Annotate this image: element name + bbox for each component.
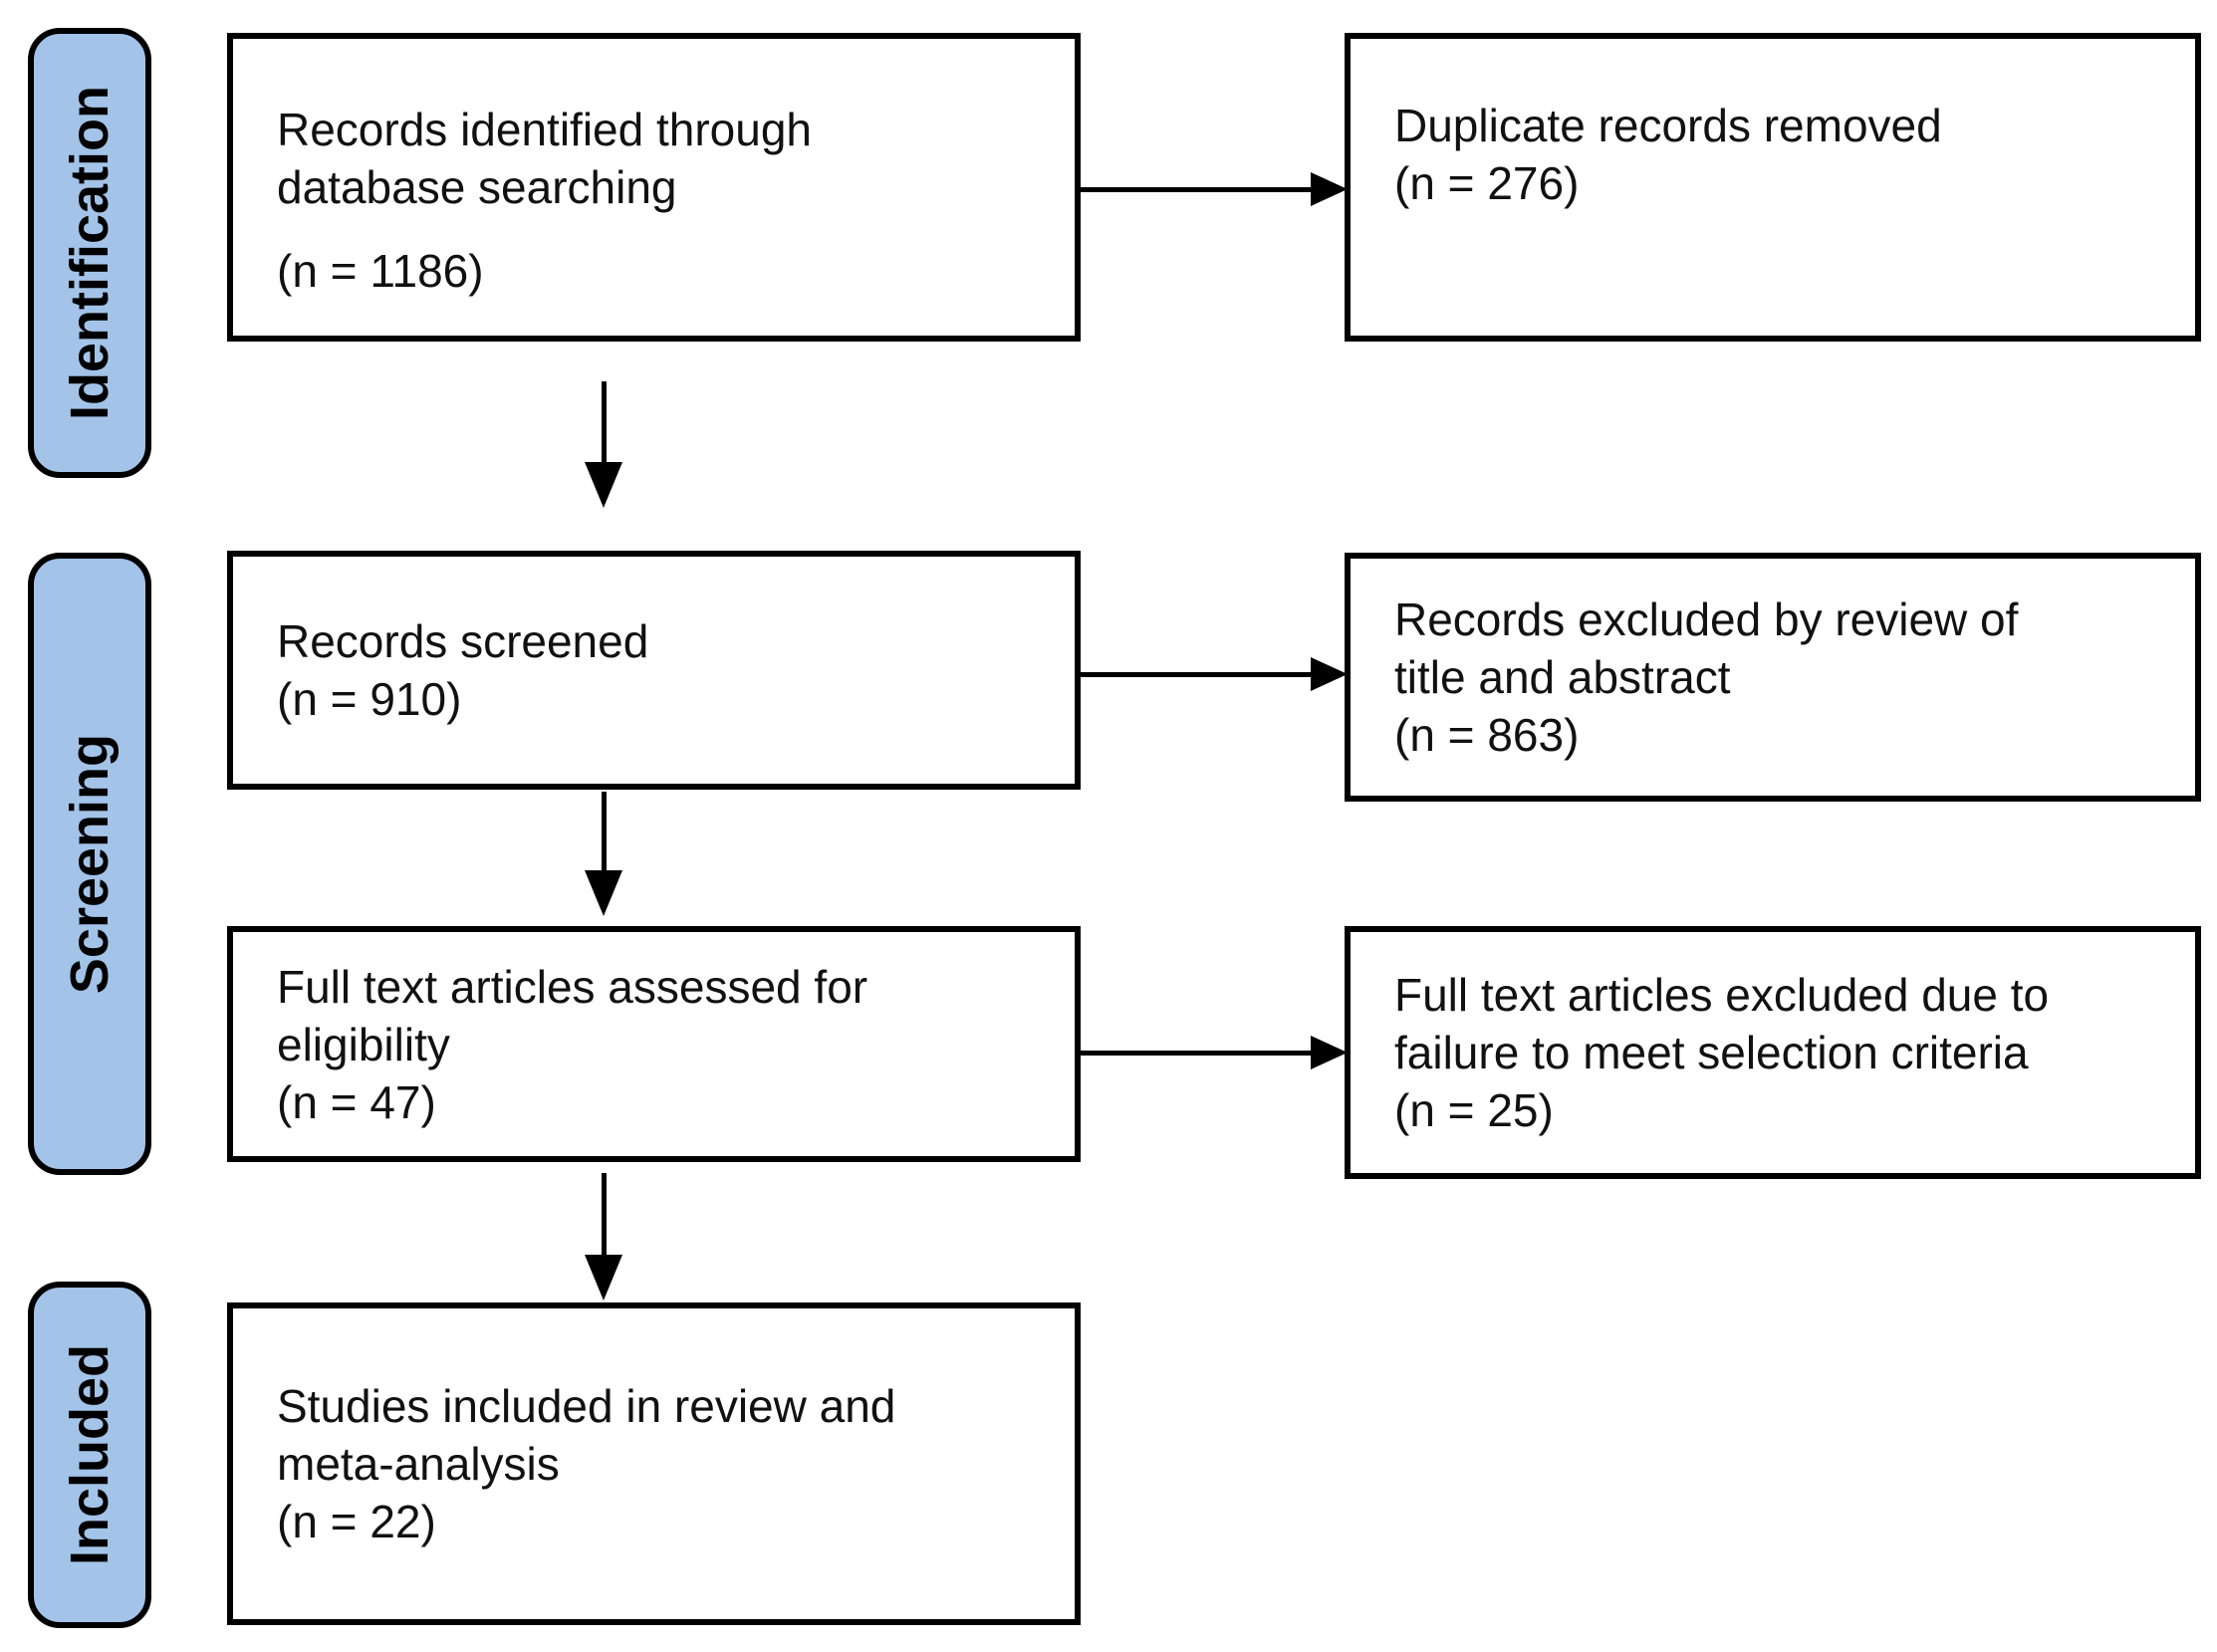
box-records-screened-count: (n = 910) — [277, 673, 462, 725]
box-fulltext-assessed: Full text articles assessed for eligibil… — [227, 926, 1081, 1162]
arrow-down-head-icon — [585, 1255, 622, 1300]
box-records-screened: Records screened (n = 910) — [227, 551, 1081, 790]
box-excluded-title-abstract-text: Records excluded by review of title and … — [1394, 593, 2019, 703]
box-studies-included-count: (n = 22) — [277, 1496, 436, 1547]
stage-pill-included: Included — [28, 1282, 151, 1628]
box-excluded-title-abstract: Records excluded by review of title and … — [1345, 553, 2201, 802]
box-fulltext-excluded: Full text articles excluded due to failu… — [1345, 926, 2201, 1179]
arrow-down-head-icon — [585, 462, 622, 508]
stage-label-screening: Screening — [60, 733, 120, 995]
box-fulltext-assessed-text: Full text articles assessed for eligibil… — [277, 960, 868, 1070]
arrow-right-head-icon — [1311, 1036, 1348, 1069]
stage-label-identification: Identification — [60, 86, 120, 420]
box-duplicates-removed-count: (n = 276) — [1394, 157, 1580, 209]
box-records-identified: Records identified through database sear… — [227, 33, 1081, 342]
stage-pill-identification: Identification — [28, 28, 151, 478]
box-records-identified-text: Records identified through database sear… — [277, 104, 812, 213]
box-fulltext-assessed-count: (n = 47) — [277, 1075, 436, 1128]
arrow-right-head-icon — [1311, 172, 1348, 206]
stage-label-included: Included — [60, 1343, 120, 1565]
box-fulltext-excluded-count: (n = 25) — [1394, 1084, 1554, 1136]
box-records-screened-text: Records screened — [277, 615, 649, 667]
box-excluded-title-abstract-count: (n = 863) — [1394, 709, 1580, 761]
box-studies-included: Studies included in review and meta-anal… — [227, 1302, 1081, 1625]
box-records-identified-count: (n = 1186) — [277, 245, 484, 297]
arrow-right-head-icon — [1311, 657, 1348, 691]
box-fulltext-excluded-text: Full text articles excluded due to failu… — [1394, 969, 2050, 1078]
arrow-down-head-icon — [585, 870, 622, 916]
box-studies-included-text: Studies included in review and meta-anal… — [277, 1380, 896, 1490]
box-duplicates-removed-text: Duplicate records removed — [1394, 100, 1942, 151]
stage-pill-screening: Screening — [28, 553, 151, 1175]
box-duplicates-removed: Duplicate records removed (n = 276) — [1345, 33, 2201, 342]
